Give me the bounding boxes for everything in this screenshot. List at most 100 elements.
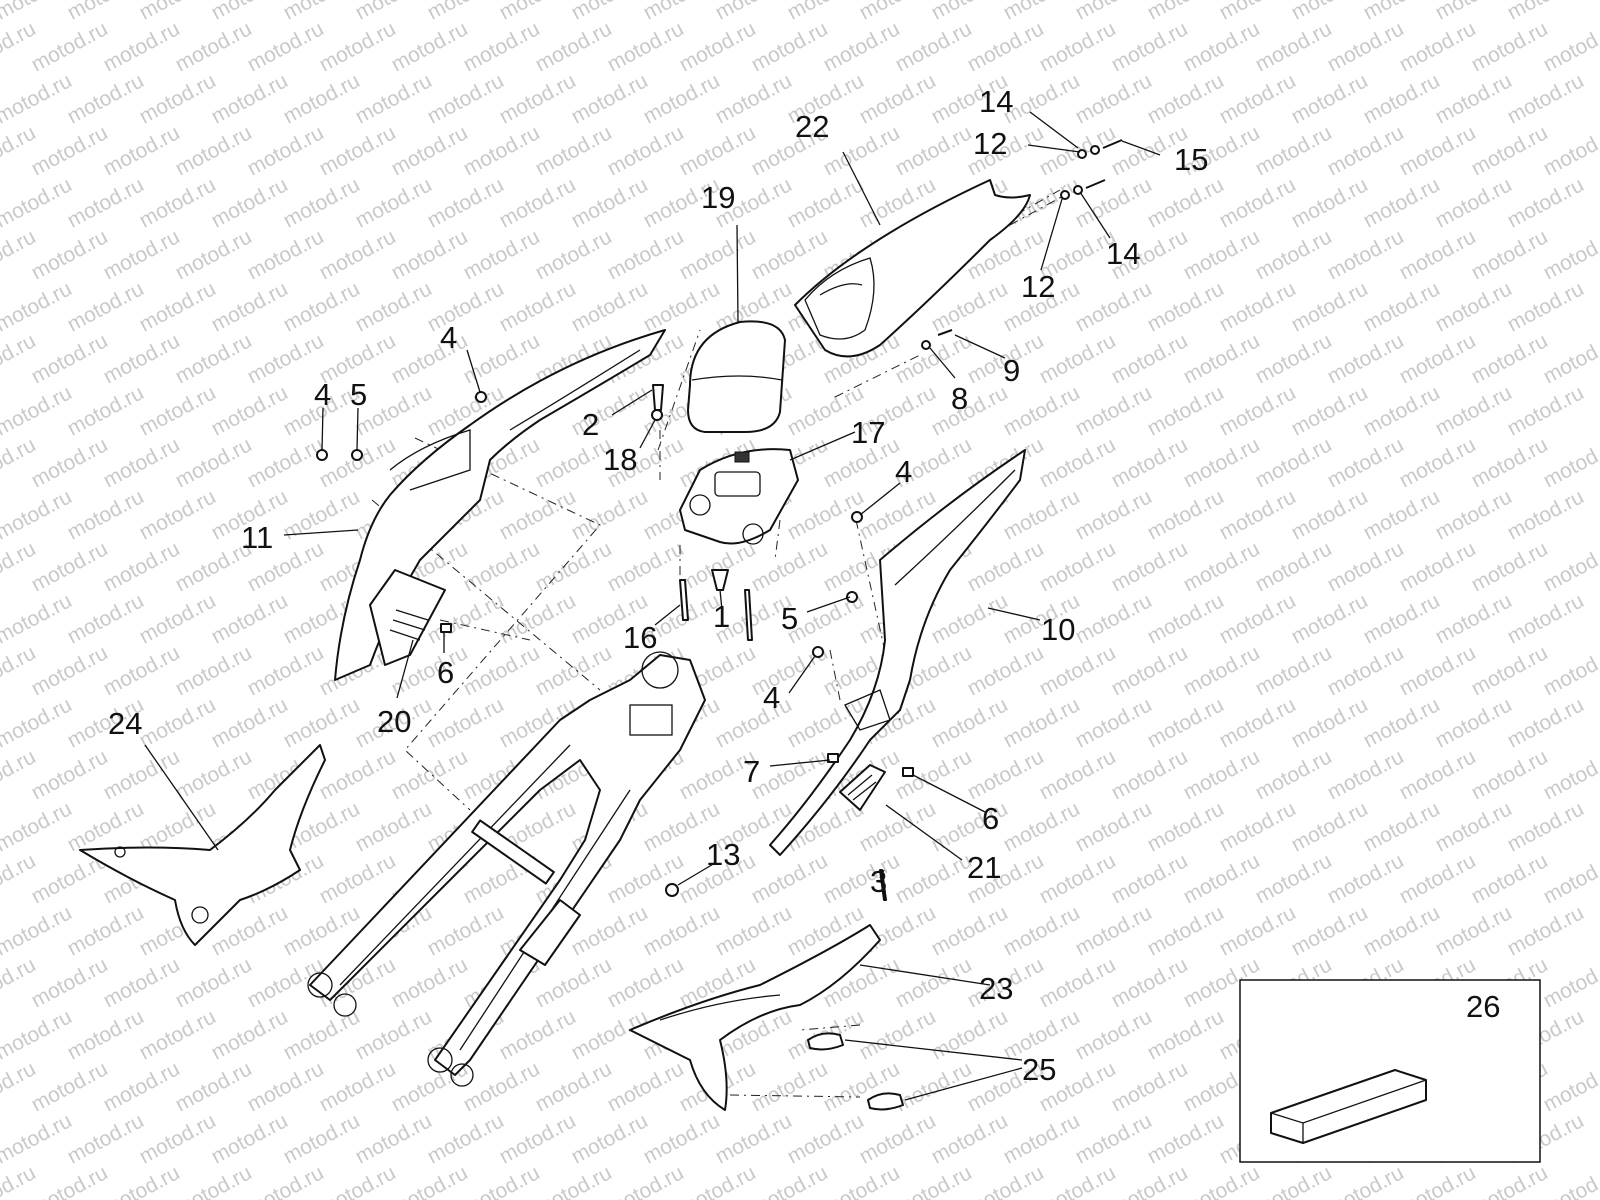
- watermark-text: motod.ru: [1036, 329, 1120, 388]
- watermark-text: motod.ru: [1324, 849, 1408, 908]
- watermark-text: motod.ru: [208, 1109, 292, 1168]
- screw-25b: [867, 1092, 904, 1111]
- watermark-text: motod.ru: [1144, 693, 1228, 752]
- watermark-text: motod.ru: [1216, 381, 1300, 440]
- watermark-text: motod.ru: [0, 277, 76, 336]
- watermark-text: motod.ru: [1396, 329, 1480, 388]
- watermark-text: motod.ru: [676, 225, 760, 284]
- callout-1: 1: [713, 599, 730, 634]
- watermark-text: motod.ru: [1540, 329, 1600, 388]
- watermark-text: motod.ru: [1252, 1161, 1336, 1200]
- watermark-text: motod.ru: [1180, 745, 1264, 804]
- watermark-text: motod.ru: [748, 537, 832, 596]
- watermark-text: motod.ru: [28, 1161, 112, 1200]
- watermark-text: motod.ru: [424, 1109, 508, 1168]
- lower-fairing-part-24: [79, 744, 326, 946]
- watermark-text: motod.ru: [28, 121, 112, 180]
- watermark-text: motod.ru: [1288, 693, 1372, 752]
- watermark-text: motod.ru: [208, 69, 292, 128]
- tail-cowl-part-22: [794, 179, 1031, 358]
- watermark-text: motod.ru: [1396, 121, 1480, 180]
- watermark-text: motod.ru: [172, 953, 256, 1012]
- watermark-text: motod.ru: [1144, 901, 1228, 960]
- watermark-text: motod.ru: [172, 225, 256, 284]
- watermark-text: motod.ru: [0, 797, 76, 856]
- watermark-text: motod.ru: [460, 121, 544, 180]
- pin-3: [879, 869, 887, 901]
- watermark-text: motod.ru: [460, 225, 544, 284]
- callout-12-top: 12: [973, 126, 1007, 161]
- grommet-1: [711, 569, 729, 591]
- watermark-text: motod.ru: [1324, 745, 1408, 804]
- clip-7: [827, 753, 839, 763]
- watermark-text: motod.ru: [1396, 745, 1480, 804]
- watermark-text: motod.ru: [280, 173, 364, 232]
- watermark-text: motod.ru: [892, 17, 976, 76]
- watermark-text: motod.ru: [1072, 381, 1156, 440]
- fasteners: [316, 139, 1123, 1111]
- watermark-text: motod.ru: [1396, 17, 1480, 76]
- watermark-text: motod.ru: [1144, 485, 1228, 544]
- watermark-text: motod.ru: [1036, 953, 1120, 1012]
- watermark-text: motod.ru: [208, 173, 292, 232]
- watermark-text: motod.ru: [1468, 849, 1552, 908]
- callout-2: 2: [582, 407, 599, 442]
- callout-15: 15: [1174, 142, 1208, 177]
- watermark-text: motod.ru: [1432, 589, 1516, 648]
- watermark-text: motod.ru: [1540, 537, 1600, 596]
- watermark-text: motod.ru: [388, 17, 472, 76]
- watermark-text: motod.ru: [424, 901, 508, 960]
- watermark-text: motod.ru: [28, 1057, 112, 1116]
- watermark-text: motod.ru: [0, 901, 76, 960]
- washer-12a: [1077, 149, 1087, 159]
- watermark-text: motod.ru: [604, 537, 688, 596]
- watermark-text: motod.ru: [100, 537, 184, 596]
- watermark-text: motod.ru: [640, 277, 724, 336]
- watermark-text: motod.ru: [1396, 641, 1480, 700]
- grille-part-20: [369, 569, 446, 666]
- watermark-text: motod.ru: [928, 901, 1012, 960]
- watermark-text: motod.ru: [1108, 1161, 1192, 1200]
- watermark-text: motod.ru: [1144, 797, 1228, 856]
- watermark-text: motod.ru: [1432, 797, 1516, 856]
- watermark-text: motod.ru: [640, 69, 724, 128]
- watermark-text: motod.ru: [1036, 849, 1120, 908]
- watermark-text: motod.ru: [892, 849, 976, 908]
- watermark-text: motod.ru: [1468, 17, 1552, 76]
- watermark-text: motod.ru: [928, 1109, 1012, 1168]
- watermark-text: motod.ru: [1360, 173, 1444, 232]
- watermark-text: motod.ru: [1252, 641, 1336, 700]
- watermark-text: motod.ru: [136, 69, 220, 128]
- watermark-text: motod.ru: [532, 1161, 616, 1200]
- watermark-text: motod.ru: [64, 1109, 148, 1168]
- watermark-text: motod.ru: [1108, 953, 1192, 1012]
- watermark-text: motod.ru: [1252, 849, 1336, 908]
- watermark-text: motod.ru: [208, 277, 292, 336]
- watermark-text: motod.ru: [1072, 693, 1156, 752]
- watermark-text: motod.ru: [28, 225, 112, 284]
- watermark-text: motod.ru: [1288, 797, 1372, 856]
- callout-19: 19: [701, 180, 735, 215]
- watermark-text: motod.ru: [64, 69, 148, 128]
- watermark-text: motod.ru: [388, 953, 472, 1012]
- watermark-text: motod.ru: [172, 17, 256, 76]
- watermark-text: motod.ru: [1072, 485, 1156, 544]
- watermark-text: motod.ru: [1108, 537, 1192, 596]
- watermark-text: motod.ru: [1072, 173, 1156, 232]
- watermark-text: motod.ru: [1288, 589, 1372, 648]
- watermark-text: motod.ru: [1504, 693, 1588, 752]
- watermark-text: motod.ru: [928, 589, 1012, 648]
- watermark-text: motod.ru: [1108, 433, 1192, 492]
- watermark-text: motod.ru: [28, 745, 112, 804]
- watermark-text: motod.ru: [604, 1057, 688, 1116]
- watermark-text: motod.ru: [712, 901, 796, 960]
- watermark-text: motod.ru: [640, 901, 724, 960]
- watermark-text: motod.ru: [1180, 329, 1264, 388]
- watermark-text: motod.ru: [1144, 69, 1228, 128]
- callout-6-right: 6: [982, 801, 999, 836]
- watermark-text: motod.ru: [0, 485, 76, 544]
- watermark-text: motod.ru: [892, 121, 976, 180]
- watermark-text: motod.ru: [100, 17, 184, 76]
- watermark-text: motod.ru: [1288, 485, 1372, 544]
